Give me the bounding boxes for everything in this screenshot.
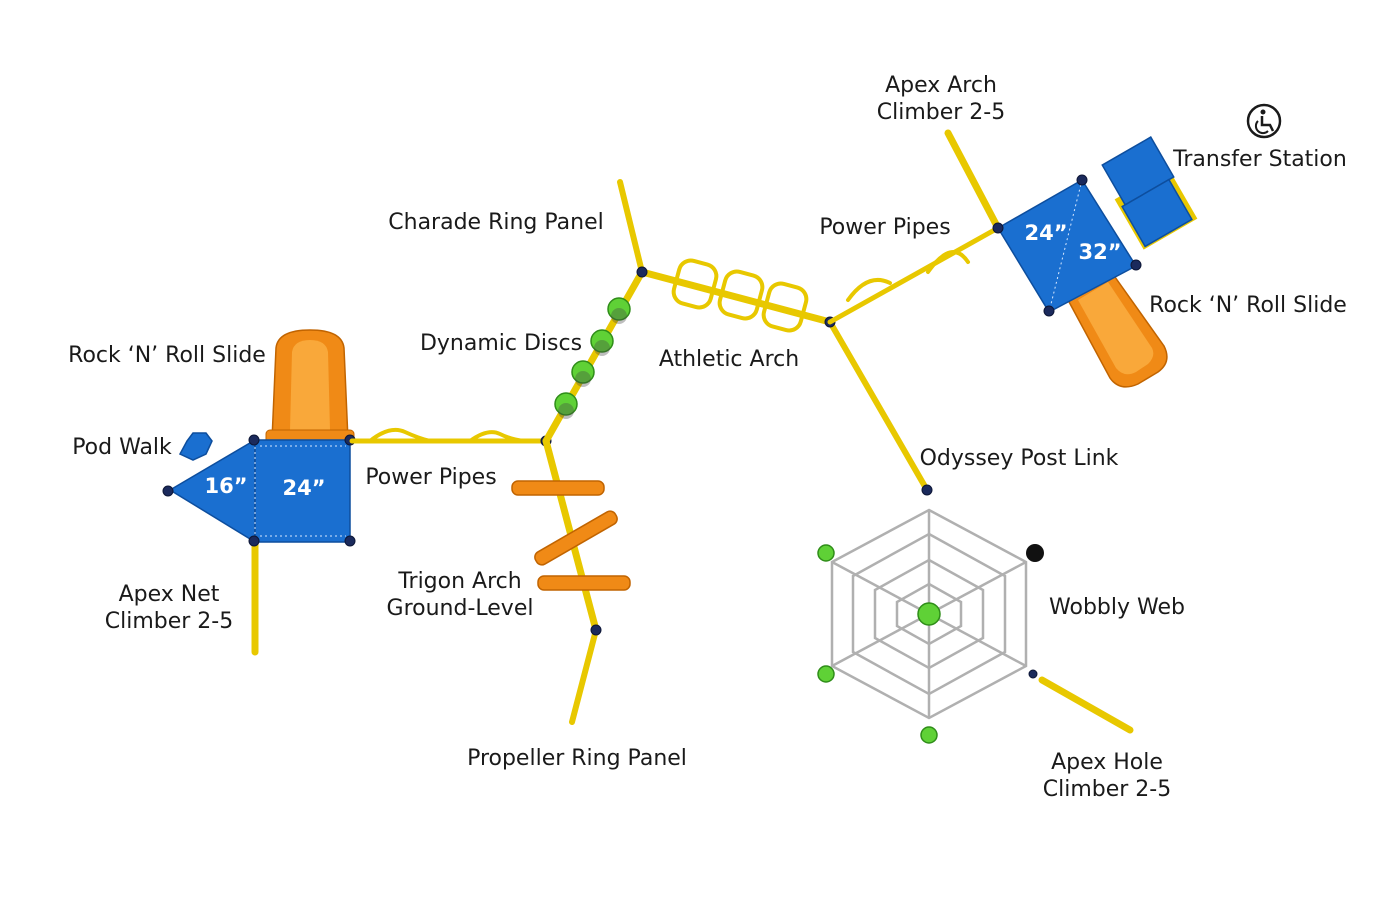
label-propeller-ring-panel: Propeller Ring Panel (467, 746, 687, 771)
right-power-pipes (827, 225, 1001, 325)
propeller-ring-panel-rail (569, 627, 599, 725)
odyssey-post-link-rail (827, 319, 930, 493)
apex-arch-climber-rail (944, 129, 1002, 232)
label-power-pipes-left: Power Pipes (365, 465, 496, 490)
central-frame (511, 179, 933, 725)
label-power-pipes-right: Power Pipes (819, 215, 950, 240)
label-apex-hole-line2: Climber 2-5 (1043, 777, 1172, 802)
labels: Apex Arch Climber 2-5 Transfer Station C… (68, 73, 1347, 802)
athletic-arch-rings (671, 258, 809, 333)
left-power-pipes (349, 427, 552, 447)
pod-walk-icon (178, 432, 213, 461)
trigon-arch-steps (511, 480, 631, 591)
charade-ring-panel-rail (617, 179, 645, 275)
right-deck-b-height: 32” (1078, 240, 1121, 264)
wheelchair-accessible-icon (1246, 103, 1282, 139)
label-transfer-station: Transfer Station (1172, 147, 1347, 172)
left-square-height: 24” (282, 476, 325, 500)
label-apex-arch-line2: Climber 2-5 (877, 100, 1006, 125)
label-apex-arch-line1: Apex Arch (885, 73, 997, 98)
wobbly-web (817, 508, 1044, 744)
right-slide (1067, 268, 1168, 388)
dynamic-discs (554, 297, 631, 419)
label-apex-hole-line1: Apex Hole (1051, 750, 1163, 775)
left-slide (265, 329, 355, 445)
right-deck-a-height: 24” (1024, 221, 1067, 245)
apex-hole-climber-rail (1038, 676, 1134, 734)
label-wobbly-web: Wobbly Web (1049, 595, 1185, 620)
label-apex-net-line2: Climber 2-5 (105, 609, 234, 634)
label-trigon-arch-line1: Trigon Arch (397, 569, 521, 594)
label-odyssey-post-link: Odyssey Post Link (920, 446, 1119, 471)
label-trigon-arch-line2: Ground-Level (387, 596, 534, 621)
label-dynamic-discs: Dynamic Discs (420, 331, 582, 356)
athletic-arch-beam (638, 268, 834, 326)
transfer-station-steps (1101, 136, 1198, 250)
label-rock-n-roll-slide-left: Rock ‘N’ Roll Slide (68, 343, 266, 368)
label-apex-net-line1: Apex Net (119, 582, 220, 607)
label-pod-walk: Pod Walk (72, 435, 172, 460)
label-charade-ring-panel: Charade Ring Panel (388, 210, 603, 235)
label-athletic-arch: Athletic Arch (659, 347, 799, 372)
left-square-deck (254, 439, 351, 543)
left-triangle-height: 16” (204, 474, 247, 498)
right-tower: 24” 32” (944, 129, 1198, 388)
left-tower: 16” 24” (162, 329, 356, 656)
label-rock-n-roll-slide-right: Rock ‘N’ Roll Slide (1149, 293, 1347, 318)
